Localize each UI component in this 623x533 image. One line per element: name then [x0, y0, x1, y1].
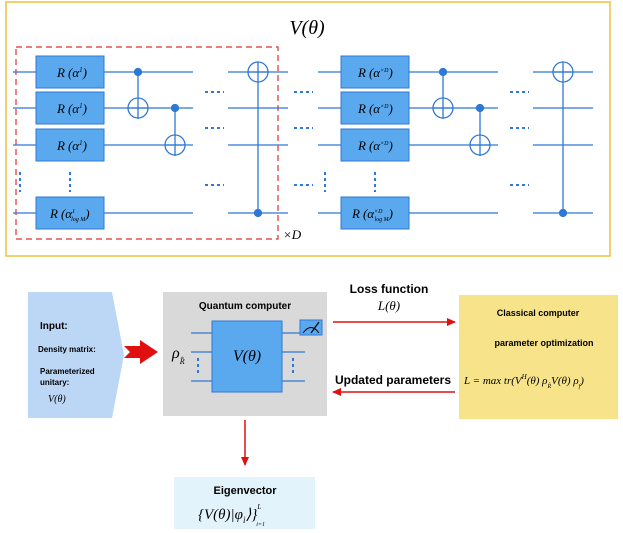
gate-b2-3 — [340, 128, 410, 162]
updated-title: Updated parameters — [335, 373, 451, 387]
classical-line2: parameter optimization — [494, 338, 593, 348]
quantum-title: Quantum computer — [199, 301, 291, 312]
block2-cnots — [432, 61, 574, 218]
eigen-title: Eigenvector — [214, 485, 278, 497]
meter-icon — [299, 319, 323, 336]
repeat-label: ×D — [283, 227, 302, 242]
eigen-box — [174, 477, 315, 529]
gate-b2-2-label: R(α×D) — [357, 101, 393, 116]
gate-b1-1 — [35, 55, 105, 89]
gate-b1-1-label: R(α1) — [56, 65, 87, 80]
input-box — [28, 292, 124, 418]
loss-title: Loss function — [350, 282, 429, 296]
gate-b1-3 — [35, 128, 105, 162]
gate-b2-3-label: R(α×D) — [357, 138, 393, 153]
gate-b1-2-label: R(α1) — [56, 101, 87, 116]
gate-b1-4 — [35, 196, 105, 230]
input-arrow — [124, 340, 158, 364]
block1-gates — [35, 55, 105, 230]
circuit-title: V(θ) — [289, 17, 325, 39]
input-line1: Density matrix: — [38, 345, 96, 354]
gate-b2-1 — [340, 55, 410, 89]
quantum-gate — [211, 320, 283, 393]
input-line3: unitary: — [40, 378, 69, 387]
classical-box — [459, 295, 618, 419]
gate-b1-2 — [35, 91, 105, 125]
input-title: Input: — [40, 321, 68, 332]
quantum-rho: ρR̂ — [171, 345, 185, 366]
input-line4: V(θ) — [48, 394, 66, 405]
block1-cnots — [127, 61, 269, 218]
gate-b2-2 — [340, 91, 410, 125]
block2-gates — [340, 55, 410, 230]
gate-b2-4 — [340, 196, 410, 230]
gate-b1-3-label: R(α1) — [56, 138, 87, 153]
classical-line1: Classical computer — [497, 308, 580, 318]
input-line2: Parameterized — [40, 367, 95, 376]
repeat-box — [15, 46, 279, 240]
classical-formula: L = max tr(VH(θ) ρR̂V(θ) ρf) — [463, 373, 584, 390]
loss-formula: L(θ) — [377, 298, 400, 313]
gate-b2-1-label: R(α×D) — [357, 65, 393, 80]
quantum-gate-label: V(θ) — [233, 348, 261, 365]
